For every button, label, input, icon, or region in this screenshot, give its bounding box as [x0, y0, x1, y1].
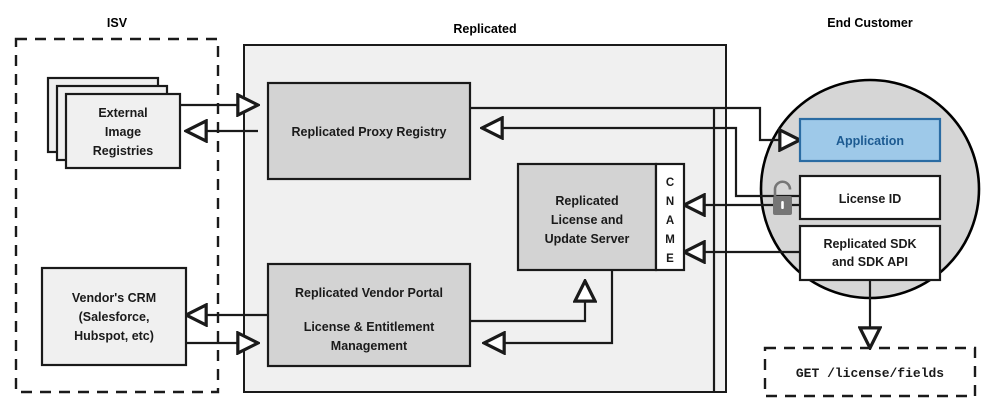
- application-label: Application: [836, 134, 904, 148]
- api-call-label: GET /license/fields: [796, 366, 944, 381]
- edge-application-to-proxy: [482, 128, 800, 198]
- replicated-proxy-registry-label: Replicated Proxy Registry: [292, 125, 447, 139]
- license-id-label: License ID: [839, 192, 902, 206]
- license-server-label-1: Replicated: [555, 194, 618, 208]
- vendor-portal-label-1: Replicated Vendor Portal: [295, 286, 443, 300]
- vendor-crm-label-3: Hubspot, etc): [74, 329, 154, 343]
- zone-isv-boundary: [14, 37, 220, 394]
- external-registries[interactable]: [64, 92, 182, 170]
- cname-letter-c: C: [666, 177, 674, 189]
- sdk-label-1: Replicated SDK: [823, 237, 916, 251]
- vendor-crm[interactable]: [40, 266, 188, 367]
- license-server-label-3: Update Server: [545, 232, 630, 246]
- vendor-crm-label-2: (Salesforce,: [79, 310, 150, 324]
- external-registries-label-3: Registries: [93, 144, 153, 158]
- external-registries-label-1: External: [98, 106, 147, 120]
- sdk-label-2: and SDK API: [832, 255, 908, 269]
- replicated-proxy-registry[interactable]: [266, 81, 472, 181]
- vendor-crm-label-1: Vendor's CRM: [72, 291, 156, 305]
- application[interactable]: [798, 117, 942, 163]
- replicated-sdk[interactable]: [798, 224, 942, 282]
- replicated-license-update-server[interactable]: [516, 162, 658, 272]
- vendor-portal-label-3: Management: [331, 339, 408, 353]
- edge-vendor-portal-to-license-server: [470, 281, 585, 323]
- api-call-box: [763, 346, 977, 398]
- zone-end-customer-label: End Customer: [827, 16, 913, 30]
- license-server-label-2: License and: [551, 213, 623, 227]
- zone-replicated-label: Replicated: [453, 22, 516, 36]
- cname-letter-m: M: [665, 234, 675, 246]
- unlocked-padlock-icon: [773, 180, 792, 215]
- cname-strip[interactable]: [654, 162, 686, 272]
- cname-letter-n: N: [666, 196, 674, 208]
- license-id[interactable]: [798, 174, 942, 221]
- replicated-vendor-portal[interactable]: [266, 262, 472, 368]
- edge-license-server-to-vendor-portal: [484, 270, 614, 343]
- zone-isv-label: ISV: [107, 16, 128, 30]
- external-registries-label-2: Image: [105, 125, 141, 139]
- cname-letter-e: E: [666, 253, 674, 265]
- edge-proxy-to-application: [470, 106, 800, 140]
- cname-letter-a: A: [666, 215, 674, 227]
- vendor-portal-label-2: License & Entitlement: [304, 320, 435, 334]
